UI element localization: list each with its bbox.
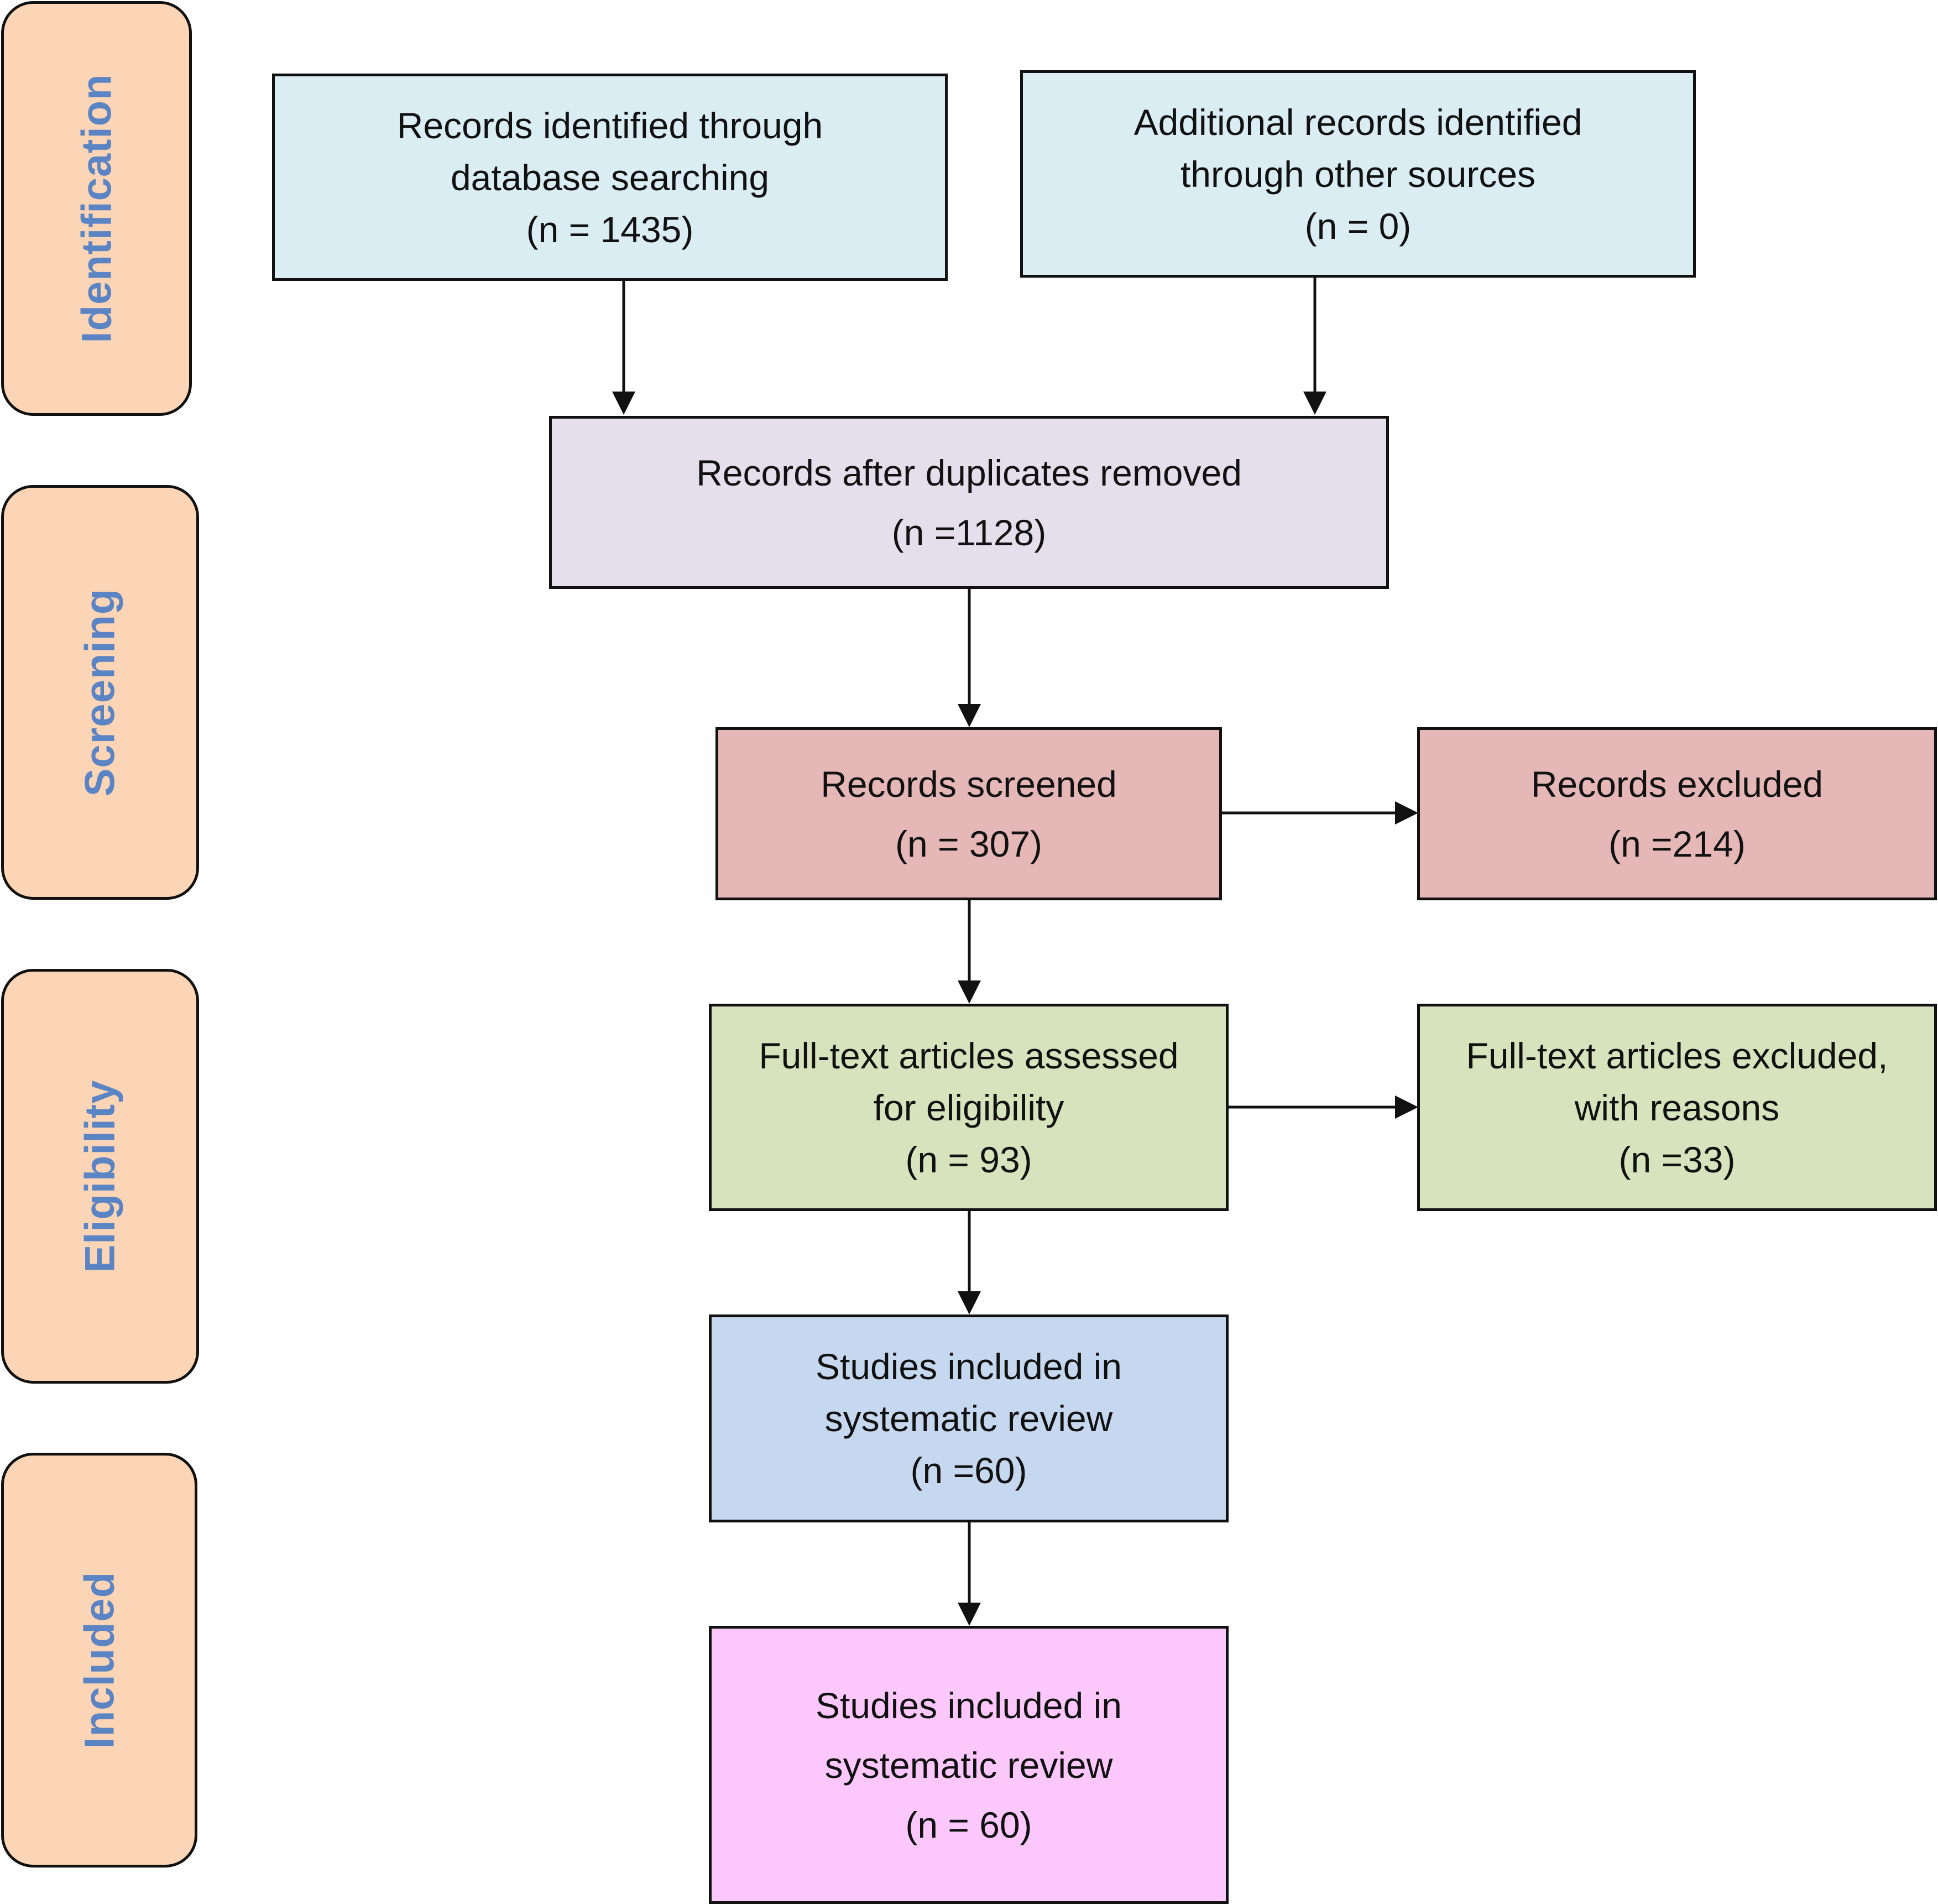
- stage-screening: Screening: [1, 485, 199, 900]
- box-line: Records excluded: [1530, 763, 1824, 805]
- box-records-screened: Records screened (n = 307): [715, 727, 1222, 900]
- box-line: Additional records identified: [1133, 101, 1582, 143]
- stage-included: Included: [1, 1453, 197, 1868]
- box-count: (n =214): [1608, 823, 1746, 864]
- arrowhead-screened-excluded: [1395, 801, 1418, 825]
- box-line: with reasons: [1574, 1087, 1780, 1128]
- box-count: (n =1128): [891, 512, 1047, 553]
- box-line: Studies included in: [815, 1346, 1122, 1387]
- box-count: (n = 1435): [526, 208, 694, 250]
- arrowhead-fulltext-excluded: [1395, 1096, 1418, 1119]
- arrowhead-screened-fulltext: [958, 980, 981, 1004]
- box-fulltext-excluded: Full-text articles excluded, with reason…: [1417, 1004, 1937, 1211]
- box-line: Records after duplicates removed: [696, 452, 1242, 493]
- arrowhead-fulltext-review: [958, 1291, 981, 1314]
- stage-identification: Identification: [1, 1, 192, 416]
- box-count: (n = 0): [1304, 205, 1412, 247]
- box-line: Full-text articles assessed: [759, 1035, 1179, 1076]
- box-studies-included-final: Studies included in systematic review (n…: [709, 1626, 1229, 1904]
- box-other-sources: Additional records identified through ot…: [1020, 70, 1696, 278]
- stage-eligibility: Eligibility: [1, 969, 199, 1384]
- box-duplicates-removed: Records after duplicates removed (n =112…: [549, 416, 1389, 589]
- box-line: through other sources: [1180, 153, 1536, 195]
- box-line: systematic review: [824, 1744, 1113, 1786]
- box-line: Studies included in: [815, 1684, 1122, 1726]
- arrowhead-duplicates: [958, 704, 981, 727]
- box-count: (n =33): [1618, 1139, 1736, 1180]
- box-line: systematic review: [824, 1398, 1113, 1439]
- box-count: (n = 60): [905, 1804, 1032, 1845]
- box-count: (n = 307): [895, 823, 1042, 864]
- box-count: (n = 93): [905, 1139, 1032, 1180]
- arrowhead-review-final: [958, 1603, 981, 1626]
- arrowhead-database: [612, 392, 635, 415]
- box-line: Full-text articles excluded,: [1466, 1035, 1888, 1076]
- box-count: (n =60): [910, 1450, 1027, 1491]
- box-records-excluded: Records excluded (n =214): [1417, 727, 1937, 900]
- box-line: Records identified through: [396, 105, 823, 146]
- box-studies-included-review: Studies included in systematic review (n…: [709, 1314, 1229, 1522]
- box-fulltext-assessed: Full-text articles assessed for eligibil…: [709, 1004, 1229, 1211]
- box-line: database searching: [450, 157, 770, 198]
- arrowhead-other: [1303, 392, 1326, 415]
- box-line: Records screened: [821, 763, 1117, 805]
- box-line: for eligibility: [873, 1087, 1064, 1128]
- box-database-search: Records identified through database sear…: [272, 74, 948, 281]
